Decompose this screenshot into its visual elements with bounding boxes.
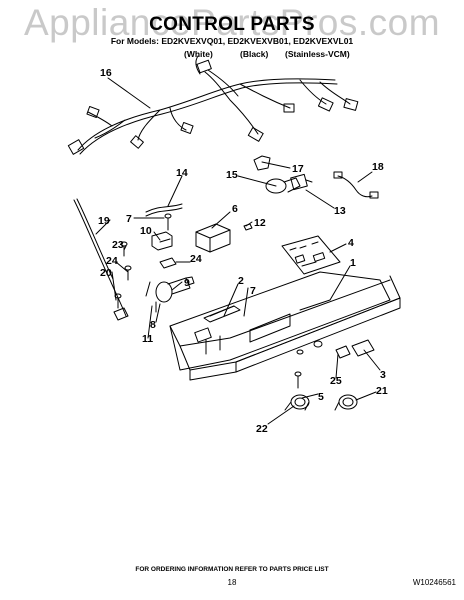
jumper-wire [333,171,379,199]
document-id: W10246561 [412,578,456,587]
tube [145,203,183,213]
callout-24a: 24 [106,255,118,267]
page-number: 18 [227,578,237,587]
switch-assembly [195,223,253,253]
control-board [281,235,341,275]
callout-12: 12 [254,217,266,229]
rod [73,199,127,317]
small-fasteners [113,265,132,321]
page-title: CONTROL PARTS [149,14,315,35]
callout-7: 7 [126,213,132,225]
callout-3: 3 [380,369,386,381]
callout-19: 19 [98,215,110,227]
bracket-group [120,213,173,257]
callout-6: 6 [232,203,238,215]
callout-7b: 7 [250,285,256,297]
callout-16: 16 [100,67,112,79]
watermark: AppliancePartsPros.com [23,2,441,43]
variant-white: (White) [184,49,213,59]
model-list: For Models: ED2KVEXVQ01, ED2KVEXVB01, ED… [110,36,354,46]
control-housing [169,271,401,381]
callout-18: 18 [372,161,384,173]
ordering-note: FOR ORDERING INFORMATION REFER TO PARTS … [135,566,329,573]
damper-actuator [145,257,195,313]
callout-17: 17 [292,163,304,175]
callout-13: 13 [334,205,346,217]
leader-lines [95,77,381,425]
callout-8: 8 [150,319,156,331]
variant-black: (Black) [240,49,269,59]
callout-25: 25 [330,375,342,387]
callout-22: 22 [256,423,268,435]
callout-4: 4 [348,237,354,249]
variant-stainless: (Stainless-VCM) [285,49,350,59]
callout-11: 11 [142,333,153,345]
knobs-and-switches [284,339,375,411]
callout-10: 10 [140,225,152,237]
wire-harness [67,55,359,155]
callout-15: 15 [226,169,238,181]
callout-2: 2 [238,275,244,287]
callout-24b: 24 [190,253,202,265]
callout-1: 1 [350,257,356,269]
callout-23: 23 [112,239,124,251]
callout-20: 20 [100,267,112,279]
callout-9: 9 [184,277,190,289]
mounting-bracket [203,305,241,323]
callout-labels: 16 17 18 15 13 14 6 7 12 19 10 4 23 24 2… [98,67,388,435]
callout-5: 5 [318,391,324,403]
callout-14: 14 [176,167,188,179]
tube-edge [145,207,183,217]
callout-21: 21 [376,385,388,397]
